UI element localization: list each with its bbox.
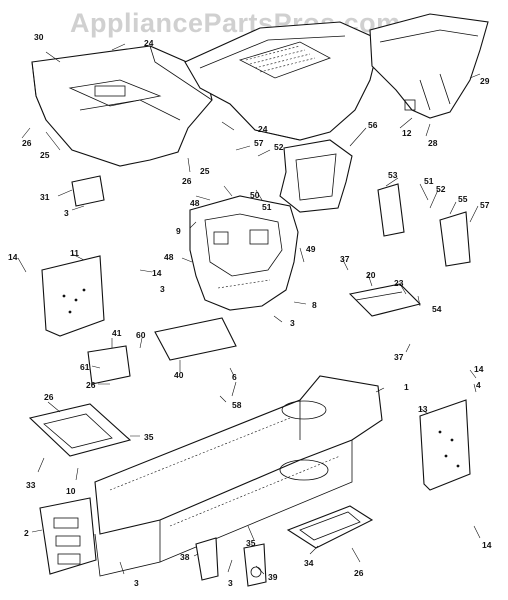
front-bracket-part-2[interactable] [39, 497, 97, 575]
callout-label: 37 [394, 352, 404, 362]
callout-label: 40 [174, 370, 184, 380]
callout-label: 14 [8, 252, 18, 262]
bracket-part-31[interactable] [71, 175, 105, 207]
callout-label: 52 [436, 184, 446, 194]
callout-label: 30 [34, 32, 44, 42]
callout-label: 8 [312, 300, 317, 310]
callout-label: 14 [474, 364, 484, 374]
grille-part-29[interactable] [369, 13, 489, 119]
hood-part[interactable] [184, 21, 381, 141]
callout-label: 58 [232, 400, 242, 410]
callout-label: 24 [144, 38, 154, 48]
callout-label: 61 [80, 362, 90, 372]
callout-label: 10 [66, 486, 76, 496]
callout-label: 51 [262, 202, 272, 212]
callout-label: 29 [480, 76, 490, 86]
callout-label: 50 [250, 190, 260, 200]
callout-label: 6 [232, 372, 237, 382]
footrest-part-33[interactable] [28, 403, 132, 457]
callout-label: 26 [86, 380, 96, 390]
frame-part-1[interactable] [94, 375, 383, 577]
rear-fender-part-30[interactable] [31, 45, 213, 167]
callout-label: 33 [26, 480, 36, 490]
callout-label: 28 [428, 138, 438, 148]
callout-label: 34 [304, 558, 314, 568]
callout-label: 48 [190, 198, 200, 208]
callout-label: 11 [70, 248, 79, 258]
heat-shield-part-56[interactable] [279, 139, 353, 213]
callout-label: 35 [144, 432, 154, 442]
bracket-part-53[interactable] [377, 183, 405, 237]
callout-label: 23 [394, 278, 404, 288]
callout-label: 53 [388, 170, 398, 180]
callout-label: 49 [306, 244, 316, 254]
callout-label: 1 [404, 382, 409, 392]
callout-label: 31 [40, 192, 50, 202]
callout-label: 14 [482, 540, 492, 550]
callout-label: 26 [354, 568, 364, 578]
callout-label: 39 [268, 572, 278, 582]
callout-label: 26 [44, 392, 54, 402]
callout-label: 4 [476, 380, 481, 390]
callout-label: 26 [182, 176, 192, 186]
callout-label: 13 [418, 404, 428, 414]
callout-label: 3 [160, 284, 165, 294]
callout-label: 25 [40, 150, 50, 160]
callout-label: 54 [432, 304, 442, 314]
callout-label: 12 [402, 128, 412, 138]
callout-label: 37 [340, 254, 350, 264]
callout-label: 57 [480, 200, 490, 210]
dash-panel-part-9[interactable] [189, 195, 299, 311]
callout-label: 3 [290, 318, 295, 328]
callout-label: 55 [458, 194, 468, 204]
callout-label: 14 [152, 268, 162, 278]
side-panel-part-13[interactable] [419, 399, 471, 491]
callout-label: 24 [258, 124, 268, 134]
plate-part-40[interactable] [154, 317, 237, 361]
callout-label: 57 [254, 138, 264, 148]
callout-label: 52 [274, 142, 284, 152]
callout-label: 41 [112, 328, 122, 338]
callout-label: 25 [200, 166, 210, 176]
callout-label: 48 [164, 252, 174, 262]
footrest-part-34[interactable] [286, 505, 374, 549]
callout-label: 35 [246, 538, 256, 548]
bracket-part-41[interactable] [87, 345, 131, 385]
callout-label: 3 [134, 578, 139, 588]
callout-label: 20 [366, 270, 376, 280]
callout-label: 26 [22, 138, 32, 148]
callout-label: 60 [136, 330, 146, 340]
callout-label: 3 [64, 208, 69, 218]
callout-label: 3 [228, 578, 233, 588]
side-panel-part-11[interactable] [41, 255, 105, 337]
bracket-part-39[interactable] [243, 543, 267, 587]
callout-label: 9 [176, 226, 181, 236]
callout-label: 38 [180, 552, 190, 562]
callout-label: 56 [368, 120, 378, 130]
battery-tray-part-20[interactable] [348, 283, 422, 317]
bracket-part-55[interactable] [439, 211, 471, 267]
callout-label: 51 [424, 176, 434, 186]
callout-label: 2 [24, 528, 29, 538]
bracket-part-38[interactable] [195, 537, 219, 581]
